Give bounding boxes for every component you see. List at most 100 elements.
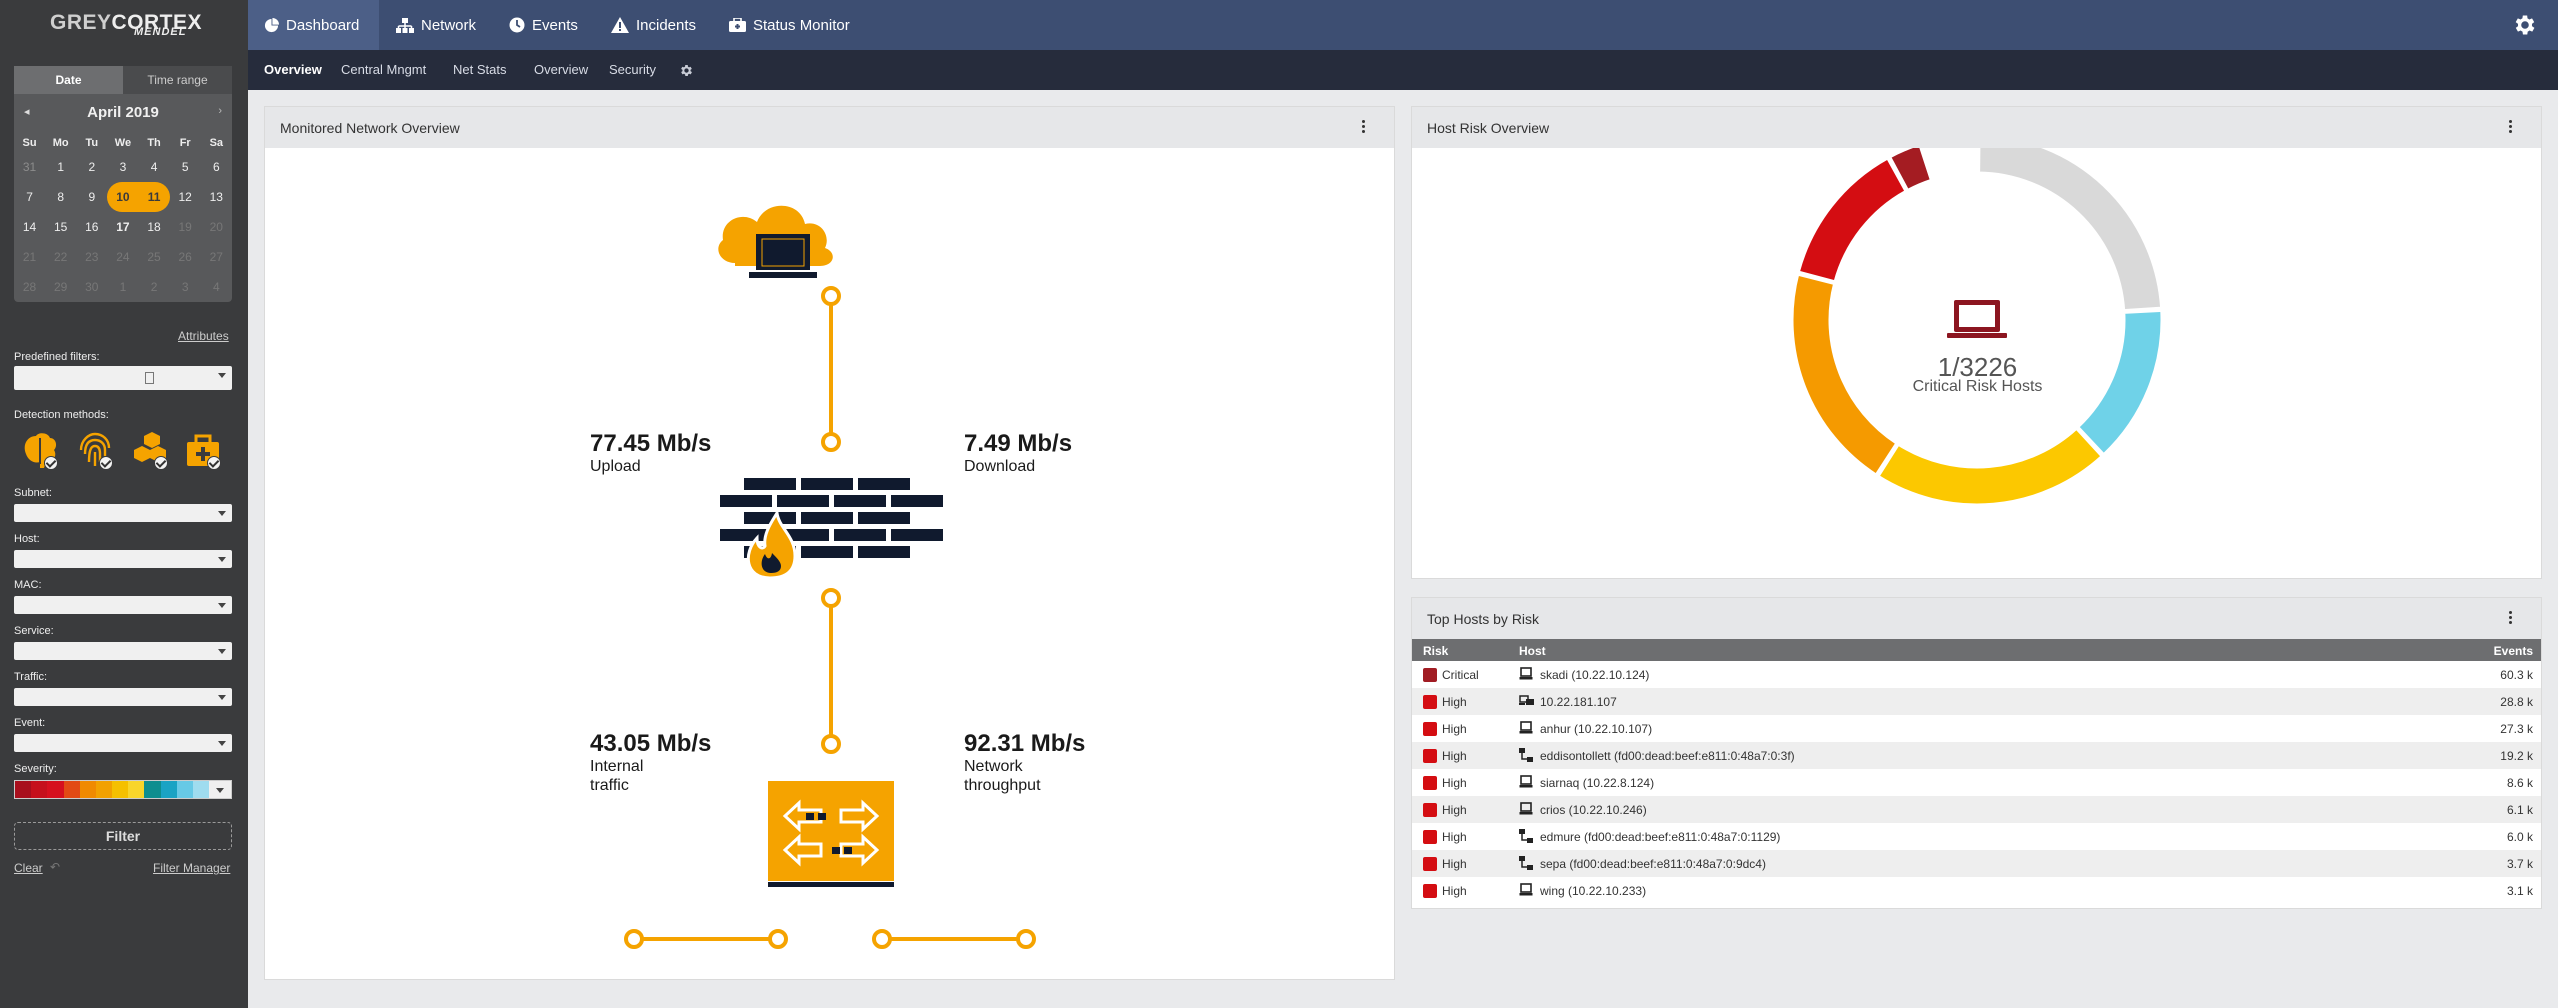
calendar-day[interactable]: 6 xyxy=(212,160,220,174)
calendar: ◂ April 2019 › Su Mo Tu We Th Fr Sa 31 1… xyxy=(14,94,232,302)
event-count: 60.3 k xyxy=(2500,668,2533,682)
nav-events[interactable]: Events xyxy=(509,0,578,50)
donut-segment[interactable] xyxy=(1790,272,1899,478)
nav-incidents[interactable]: Incidents xyxy=(611,0,696,50)
calendar-day-today[interactable]: 17 xyxy=(116,220,130,234)
donut-segment[interactable] xyxy=(2075,308,2164,457)
calendar-day[interactable]: 3 xyxy=(119,160,127,174)
kebab-menu-icon[interactable] xyxy=(2509,611,2513,625)
donut-segment[interactable] xyxy=(1977,148,2164,313)
calendar-day[interactable]: 13 xyxy=(209,190,223,204)
risk-donut-chart[interactable] xyxy=(1412,148,2543,580)
critical-label: Critical Risk Hosts xyxy=(1912,378,2043,395)
host-name[interactable]: edmure (fd00:dead:beef:e811:0:48a7:0:112… xyxy=(1540,830,1781,844)
detection-ai-icon[interactable] xyxy=(20,430,60,472)
col-events[interactable]: Events xyxy=(2493,644,2533,658)
detection-cubes-icon[interactable] xyxy=(130,430,170,472)
calendar-day[interactable]: 18 xyxy=(147,220,161,234)
calendar-day[interactable]: 8 xyxy=(57,190,65,204)
traffic-select[interactable] xyxy=(14,688,232,706)
subtab-overview-2[interactable]: Overview xyxy=(534,62,589,77)
calendar-day[interactable]: 2 xyxy=(88,160,96,174)
undo-icon[interactable]: ↶ xyxy=(50,860,61,874)
calendar-day[interactable]: 4 xyxy=(150,160,158,174)
subtab-overview[interactable]: Overview xyxy=(264,62,322,77)
calendar-day-selected[interactable]: 11 xyxy=(138,182,170,212)
calendar-day[interactable]: 7 xyxy=(26,190,33,204)
donut-segment[interactable] xyxy=(1875,426,2105,507)
calendar-day[interactable]: 12 xyxy=(178,190,192,204)
internal-traffic-label: Internal traffic xyxy=(590,757,643,795)
risk-color-swatch xyxy=(1423,857,1437,871)
risk-color-swatch xyxy=(1423,722,1437,736)
calendar-day-selected[interactable]: 10 xyxy=(107,182,139,212)
calendar-prev-icon[interactable]: ◂ xyxy=(24,106,30,118)
host-select[interactable] xyxy=(14,550,232,568)
host-name[interactable]: 10.22.181.107 xyxy=(1540,695,1617,709)
calendar-day[interactable]: 9 xyxy=(88,190,96,204)
tab-time-range[interactable]: Time range xyxy=(123,66,232,94)
nav-label: Dashboard xyxy=(286,16,360,34)
host-label: Host: xyxy=(14,533,40,545)
mac-select[interactable] xyxy=(14,596,232,614)
subtab-security[interactable]: Security xyxy=(609,62,656,77)
subtab-central-mngmt[interactable]: Central Mngmt xyxy=(341,62,427,77)
host-name[interactable]: crios (10.22.10.246) xyxy=(1540,803,1647,817)
host-name[interactable]: sepa (fd00:dead:beef:e811:0:48a7:0:9dc4) xyxy=(1540,857,1766,871)
donut-segment[interactable] xyxy=(1796,155,1909,284)
calendar-day[interactable]: 15 xyxy=(54,220,68,234)
calendar-grid: Su Mo Tu We Th Fr Sa 31 1 2 3 4 5 6 7 8 … xyxy=(14,134,232,302)
calendar-next-icon[interactable]: › xyxy=(218,105,222,117)
predefined-filters-select[interactable] xyxy=(14,366,232,390)
calendar-day[interactable]: 1 xyxy=(57,160,65,174)
calendar-day[interactable]: 31 xyxy=(22,160,37,174)
kebab-menu-icon[interactable] xyxy=(1362,120,1366,134)
calendar-weekdays: Su Mo Tu We Th Fr Sa xyxy=(14,134,232,152)
severity-select[interactable] xyxy=(14,780,232,799)
attributes-link[interactable]: Attributes xyxy=(178,329,229,343)
nav-dashboard[interactable]: Dashboard xyxy=(248,0,379,50)
calendar-day-disabled: 28 xyxy=(22,280,37,294)
clear-link[interactable]: Clear xyxy=(14,861,43,875)
detection-medkit-icon[interactable] xyxy=(183,430,223,472)
filter-manager-link[interactable]: Filter Manager xyxy=(153,861,231,875)
kebab-menu-icon[interactable] xyxy=(2509,120,2513,134)
detection-fingerprint-icon[interactable] xyxy=(75,430,115,472)
nav-network[interactable]: Network xyxy=(396,0,476,50)
detection-methods xyxy=(20,430,230,472)
host-name[interactable]: skadi (10.22.10.124) xyxy=(1540,668,1650,682)
host-name[interactable]: wing (10.22.10.233) xyxy=(1540,884,1647,898)
host-name[interactable]: siarnaq (10.22.8.124) xyxy=(1540,776,1655,790)
calendar-day-disabled: 30 xyxy=(85,280,99,294)
tab-date[interactable]: Date xyxy=(14,66,123,94)
filter-button[interactable]: Filter xyxy=(14,822,232,850)
col-host[interactable]: Host xyxy=(1519,644,1546,658)
donut-segment[interactable] xyxy=(1887,148,1934,193)
logo[interactable]: GREYCORTEX MENDEL xyxy=(0,0,248,50)
subtab-net-stats[interactable]: Net Stats xyxy=(453,62,507,77)
settings-gear-icon[interactable] xyxy=(2512,12,2538,38)
calendar-day[interactable]: 14 xyxy=(22,220,37,234)
nav-status-monitor[interactable]: Status Monitor xyxy=(729,0,850,50)
col-risk[interactable]: Risk xyxy=(1423,644,1449,658)
host-name[interactable]: eddisontollett (fd00:dead:beef:e811:0:48… xyxy=(1540,749,1795,763)
host-name[interactable]: anhur (10.22.10.107) xyxy=(1540,722,1653,736)
calendar-month[interactable]: April 2019 xyxy=(87,104,159,121)
event-select[interactable] xyxy=(14,734,232,752)
calendar-day[interactable]: 5 xyxy=(181,160,189,174)
service-select[interactable] xyxy=(14,642,232,660)
event-count: 8.6 k xyxy=(2506,776,2533,790)
calendar-day[interactable]: 16 xyxy=(85,220,99,234)
subnet-select[interactable] xyxy=(14,504,232,522)
calendar-day-disabled: 22 xyxy=(54,250,68,264)
subnav-gear-icon[interactable] xyxy=(679,63,694,78)
